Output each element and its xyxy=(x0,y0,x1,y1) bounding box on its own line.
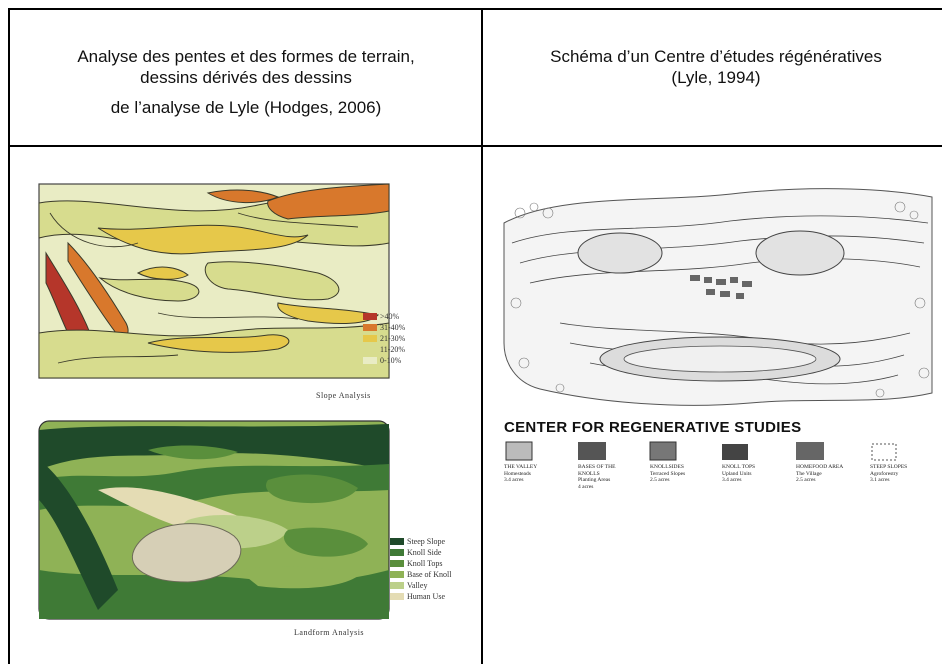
crs-item-line: 3.1 acres xyxy=(870,477,890,483)
table-column-divider xyxy=(481,8,483,664)
crs-item-line: KNOLLSIDES xyxy=(650,464,684,470)
crs-legend-item-steep-slopes: STEEP SLOPES Agroforestry 3.1 acres xyxy=(870,464,930,484)
legend-label: Base of Knoll xyxy=(407,570,452,579)
legend-swatch xyxy=(390,582,404,589)
crs-legend-item-homefood: HOMEFOOD AREA The Village 2.5 acres xyxy=(796,464,858,484)
landform-analysis-map xyxy=(38,420,390,620)
crs-item-line: STEEP SLOPES xyxy=(870,464,908,470)
right-header-line2: (Lyle, 1994) xyxy=(671,68,761,87)
crs-site-plan xyxy=(500,183,936,413)
crs-legend-item-knollsides: KNOLLSIDES Terraced Slopes 2.5 acres xyxy=(650,464,712,484)
crs-item-line: 4 acres xyxy=(578,483,594,490)
slope-map-drawing xyxy=(38,183,390,379)
slope-legend: >40% 31-40% 21-30% 11-20% 0-10% xyxy=(363,311,405,366)
left-header-line1: Analyse des pentes et des formes de terr… xyxy=(77,47,415,66)
legend-swatch xyxy=(390,549,404,556)
crs-item-line: Homesteads xyxy=(504,470,531,477)
legend-item: Steep Slope xyxy=(390,536,451,547)
legend-swatch xyxy=(390,560,404,567)
crs-item-line: Upland Units xyxy=(722,470,752,477)
right-header-line1: Schéma d’un Centre d’études régénérative… xyxy=(550,47,882,66)
legend-label: 31-40% xyxy=(380,323,406,332)
legend-label: 0-10% xyxy=(380,356,402,365)
left-header-line2: dessins dérivés des dessins xyxy=(140,68,352,87)
legend-swatch xyxy=(363,335,377,342)
legend-item: 31-40% xyxy=(363,322,405,333)
comparison-table: Analyse des pentes et des formes de terr… xyxy=(8,8,942,664)
crs-item-line: THE VALLEY xyxy=(504,464,538,470)
landform-caption: Landform Analysis xyxy=(294,628,365,637)
crs-item-line: 2.5 acres xyxy=(650,477,670,483)
crs-item-line: Agroforestry xyxy=(870,470,899,477)
legend-swatch xyxy=(390,538,404,545)
left-header-line3: de l’analyse de Lyle (Hodges, 2006) xyxy=(110,98,382,117)
crs-plan-drawing xyxy=(500,183,936,413)
slope-caption: Slope Analysis xyxy=(316,391,371,400)
legend-swatch xyxy=(363,313,377,320)
crs-item-line: 3.4 acres xyxy=(504,477,524,483)
crs-title: CENTER FOR REGENERATIVE STUDIES xyxy=(504,419,802,436)
crs-item-line: BASES OF THE xyxy=(578,464,616,470)
crs-item-line: 3.4 acres xyxy=(722,477,742,483)
legend-label: Knoll Tops xyxy=(407,559,443,568)
table-top-border xyxy=(8,8,942,10)
legend-label: 21-30% xyxy=(380,334,406,343)
legend-item: Base of Knoll xyxy=(390,569,451,580)
legend-swatch xyxy=(390,593,404,600)
legend-label: Knoll Side xyxy=(407,548,442,557)
legend-label: 11-20% xyxy=(380,345,406,354)
crs-item-line: Planting Areas xyxy=(578,477,611,483)
table-header-divider xyxy=(8,145,942,147)
legend-swatch xyxy=(363,324,377,331)
landform-map-drawing xyxy=(38,420,390,620)
legend-item: Valley xyxy=(390,580,451,591)
legend-item: Knoll Side xyxy=(390,547,451,558)
crs-legend-symbols xyxy=(505,441,897,461)
legend-item: 0-10% xyxy=(363,355,405,366)
left-header-cell: Analyse des pentes et des formes de terr… xyxy=(18,46,474,118)
legend-swatch xyxy=(363,357,377,364)
landform-legend: Steep Slope Knoll Side Knoll Tops Base o… xyxy=(390,536,451,602)
legend-label: Steep Slope xyxy=(407,537,445,546)
legend-label: Human Use xyxy=(407,592,445,601)
crs-item-line: HOMEFOOD AREA xyxy=(796,464,844,470)
slope-analysis-map xyxy=(38,183,390,379)
legend-label: >40% xyxy=(380,312,400,321)
legend-item: 11-20% xyxy=(363,344,405,355)
crs-legend-item-valley: THE VALLEY Homesteads 3.4 acres xyxy=(504,464,566,484)
legend-swatch xyxy=(363,346,377,353)
legend-swatch xyxy=(390,571,404,578)
legend-label: Valley xyxy=(407,581,428,590)
right-header-cell: Schéma d’un Centre d’études régénérative… xyxy=(493,46,939,88)
crs-legend-item-bases: BASES OF THE KNOLLS Planting Areas 4 acr… xyxy=(578,464,640,490)
legend-item: Human Use xyxy=(390,591,451,602)
crs-item-line: KNOLL TOPS xyxy=(722,464,756,470)
legend-item: Knoll Tops xyxy=(390,558,451,569)
table-left-border xyxy=(8,8,10,664)
legend-item: >40% xyxy=(363,311,405,322)
crs-legend-item-knoll-tops: KNOLL TOPS Upland Units 3.4 acres xyxy=(722,464,784,484)
crs-item-line: Terraced Slopes xyxy=(650,470,686,477)
crs-item-line: 2.5 acres xyxy=(796,477,816,483)
crs-item-line: KNOLLS xyxy=(578,470,600,477)
legend-item: 21-30% xyxy=(363,333,405,344)
crs-item-line: The Village xyxy=(796,470,822,477)
